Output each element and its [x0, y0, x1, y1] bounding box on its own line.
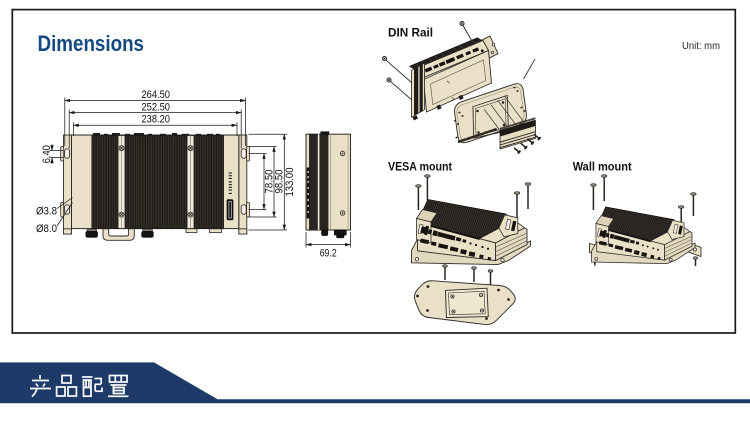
- svg-text:238.20: 238.20: [142, 114, 171, 126]
- svg-text:69.2: 69.2: [320, 248, 337, 260]
- svg-text:6.40: 6.40: [41, 145, 53, 163]
- svg-text:133.00: 133.00: [284, 168, 296, 197]
- svg-text:Ø3.8: Ø3.8: [36, 206, 57, 218]
- svg-text:VESA mount: VESA mount: [388, 162, 452, 174]
- svg-text:DIN Rail: DIN Rail: [388, 27, 433, 39]
- svg-text:264.50: 264.50: [142, 89, 171, 101]
- svg-text:Unit: mm: Unit: mm: [682, 40, 720, 52]
- svg-text:Ø8.0: Ø8.0: [36, 223, 57, 235]
- svg-text:78.50: 78.50: [264, 170, 276, 194]
- svg-text:252.50: 252.50: [142, 101, 171, 113]
- svg-text:Wall mount: Wall mount: [573, 161, 632, 173]
- svg-text:98.50: 98.50: [274, 170, 286, 194]
- svg-text:Dimensions: Dimensions: [38, 31, 145, 56]
